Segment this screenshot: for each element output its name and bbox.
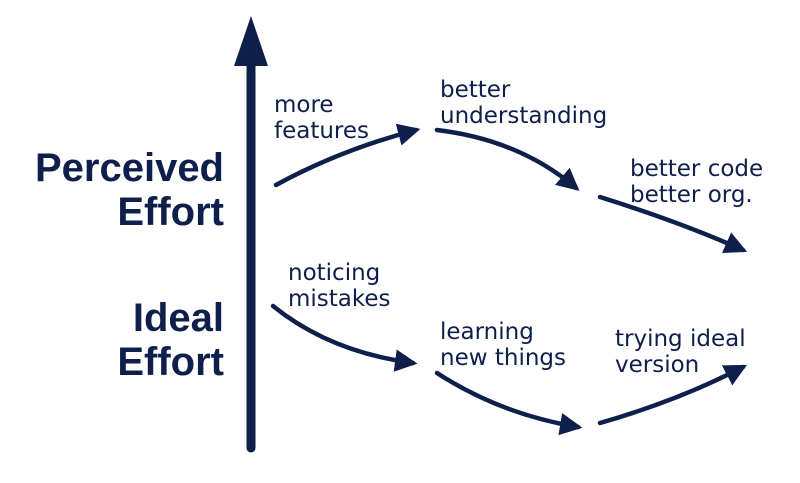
perceived-effort-label: Perceived Effort — [34, 146, 224, 234]
arrow-noticing-mistakes — [270, 303, 418, 372]
label-trying-ideal-version: trying ideal version — [615, 326, 746, 378]
label-more-features: more features — [274, 92, 370, 144]
vertical-axis-arrowhead — [234, 16, 268, 66]
label-better-code: better code better org. — [630, 156, 764, 208]
arrow-better-understanding — [434, 127, 580, 191]
label-noticing-mistakes: noticing mistakes — [288, 260, 391, 312]
label-learning-new-things: learning new things — [440, 319, 566, 371]
arrow-more-features — [273, 123, 421, 188]
arrow-learning-new-things — [434, 370, 583, 436]
arrow-trying-ideal-version — [597, 364, 747, 426]
arrow-better-code — [597, 194, 748, 253]
ideal-effort-label: Ideal Effort — [117, 296, 224, 384]
label-better-understanding: better understanding — [440, 77, 608, 129]
